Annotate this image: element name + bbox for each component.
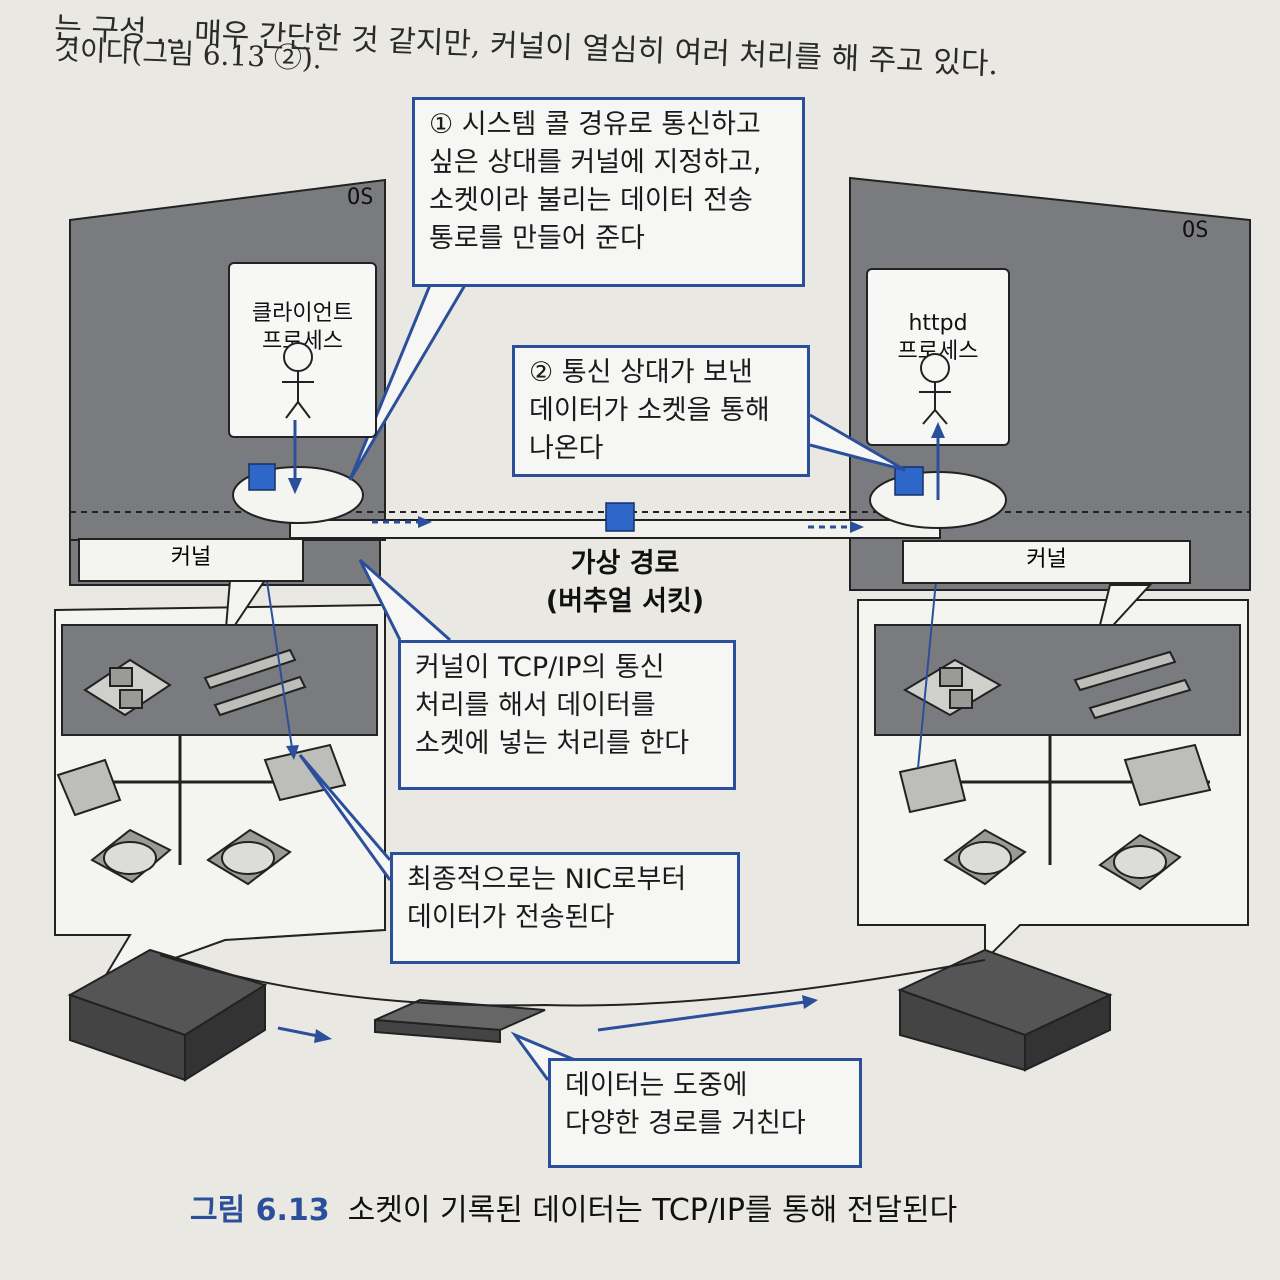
left-cpu-chips xyxy=(83,658,172,717)
callout-nic-transfer: 최종적으로는 NIC로부터 데이터가 전송된다 xyxy=(390,852,740,964)
left-hard-disks xyxy=(90,828,292,886)
right-server xyxy=(897,948,1113,1072)
callout-various-routes: 데이터는 도중에 다양한 경로를 거친다 xyxy=(548,1058,862,1168)
left-server xyxy=(67,948,268,1082)
network-switch xyxy=(374,998,546,1044)
data-cube-middle xyxy=(605,502,635,532)
callout-tcpip-processing: 커널이 TCP/IP의 통신 처리를 해서 데이터를 소켓에 넣는 처리를 한다 xyxy=(398,640,736,790)
figure-number: 그림 6.13 xyxy=(190,1193,330,1228)
httpd-process-label: httpd 프로세스 xyxy=(897,311,979,364)
httpd-process-box: httpd 프로세스 xyxy=(866,268,1010,446)
left-kernel-bar: 커널 xyxy=(78,538,304,582)
virtual-path-label: 가상 경로 (버추얼 서킷) xyxy=(545,548,705,617)
figure-caption-text: 소켓이 기록된 데이터는 TCP/IP를 통해 전달된다 xyxy=(347,1193,958,1228)
callout-data-out: ② 통신 상대가 보낸 데이터가 소켓을 통해 나온다 xyxy=(512,345,810,477)
client-process-box: 클라이언트 프로세스 xyxy=(228,262,377,438)
right-os-label: OS xyxy=(1182,218,1209,243)
right-cpu-chips xyxy=(903,658,1002,717)
data-cube-right xyxy=(894,466,924,496)
left-os-label: OS xyxy=(347,185,374,210)
callout-socket-creation: ① 시스템 콜 경유로 통신하고 싶은 상대를 커널에 지정하고, 소켓이라 불… xyxy=(412,97,805,287)
right-hard-disks xyxy=(943,828,1182,891)
client-process-label: 클라이언트 프로세스 xyxy=(251,301,354,354)
data-cube-left xyxy=(248,463,276,491)
right-kernel-bar: 커널 xyxy=(902,540,1191,584)
figure-caption: 그림 6.13 소켓이 기록된 데이터는 TCP/IP를 통해 전달된다 xyxy=(190,1185,957,1229)
right-nic-cards xyxy=(898,743,1212,814)
right-ram xyxy=(1073,650,1192,720)
